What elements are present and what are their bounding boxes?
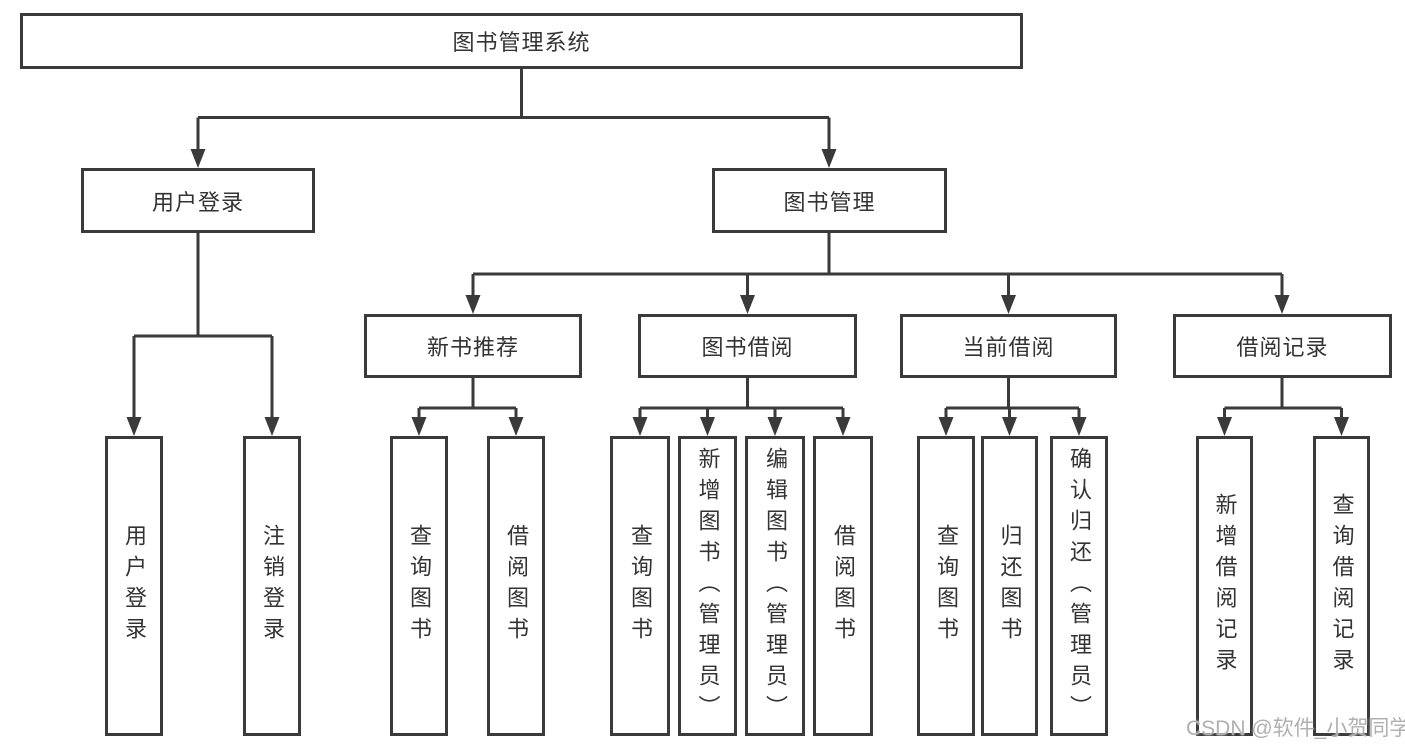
node-leaf-logout-label: 注销登录: [260, 524, 285, 648]
node-leaf-add-borrow-record: 新增借阅记录: [1196, 436, 1253, 736]
node-library-system: 图书管理系统: [20, 13, 1023, 69]
node-leaf-add-borrow-record-label: 新增借阅记录: [1212, 493, 1238, 679]
node-leaf-recommend-query-books-label: 查询图书: [407, 524, 432, 648]
node-library-system-label: 图书管理系统: [452, 30, 591, 55]
node-user-login-label: 用户登录: [151, 189, 244, 215]
node-leaf-return-books: 归还图书: [981, 436, 1038, 736]
node-new-book-recommend: 新书推荐: [364, 314, 582, 378]
node-current-borrowing-label: 当前借阅: [962, 335, 1055, 360]
node-current-borrowing: 当前借阅: [900, 314, 1117, 378]
node-borrowing-records-label: 借阅记录: [1236, 335, 1329, 360]
node-user-login: 用户登录: [81, 168, 315, 233]
node-leaf-return-books-label: 归还图书: [997, 524, 1023, 648]
node-leaf-borrowing-query-books: 查询图书: [610, 436, 670, 736]
node-leaf-edit-books-admin: 编辑图书（管理员）: [745, 436, 805, 736]
node-book-management-label: 图书管理: [783, 189, 876, 215]
node-leaf-borrowing-borrow-books: 借阅图书: [813, 436, 873, 736]
node-borrowing-records: 借阅记录: [1173, 314, 1392, 378]
node-leaf-confirm-return-admin: 确认归还（管理员）: [1050, 436, 1108, 736]
node-leaf-borrowing-borrow-books-label: 借阅图书: [831, 524, 856, 648]
node-book-borrowing-label: 图书借阅: [701, 335, 794, 360]
csdn-watermark: CSDN @软件_小贺同学: [1186, 717, 1405, 740]
node-leaf-current-query-books: 查询图书: [917, 436, 975, 736]
node-leaf-recommend-borrow-books-label: 借阅图书: [504, 524, 529, 648]
node-leaf-borrowing-query-books-label: 查询图书: [628, 524, 653, 648]
node-leaf-recommend-query-books: 查询图书: [390, 436, 448, 736]
node-leaf-user-login-label: 用户登录: [122, 524, 147, 648]
node-leaf-user-login: 用户登录: [105, 436, 163, 736]
node-book-borrowing: 图书借阅: [638, 314, 857, 378]
node-leaf-add-books-admin-label: 新增图书（管理员）: [695, 446, 721, 726]
node-leaf-edit-books-admin-label: 编辑图书（管理员）: [763, 446, 788, 726]
node-new-book-recommend-label: 新书推荐: [426, 335, 519, 360]
tree-edges: [132, 69, 1343, 420]
node-leaf-query-borrow-record-label: 查询借阅记录: [1329, 493, 1355, 679]
node-book-management: 图书管理: [712, 168, 947, 233]
node-leaf-query-borrow-record: 查询借阅记录: [1313, 436, 1370, 736]
node-leaf-logout: 注销登录: [243, 436, 301, 736]
node-leaf-current-query-books-label: 查询图书: [934, 524, 959, 648]
node-leaf-recommend-borrow-books: 借阅图书: [487, 436, 545, 736]
node-leaf-confirm-return-admin-label: 确认归还（管理员）: [1067, 446, 1092, 726]
node-leaf-add-books-admin: 新增图书（管理员）: [678, 436, 737, 736]
